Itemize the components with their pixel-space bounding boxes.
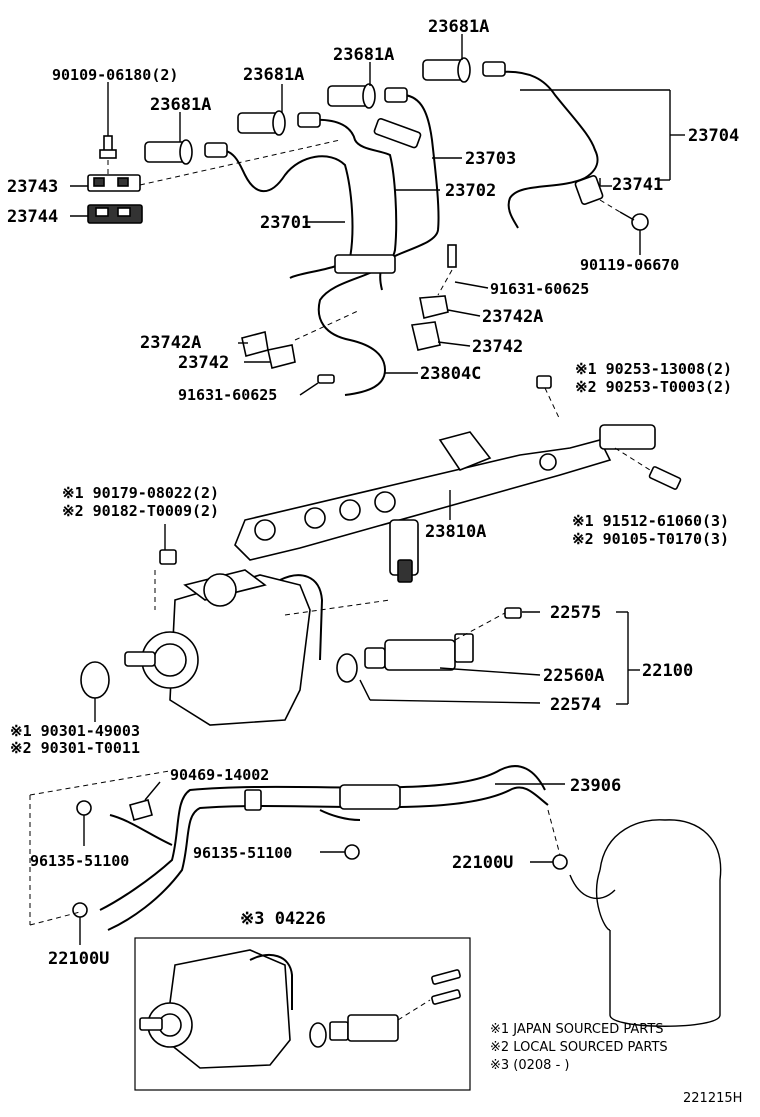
fuel-filter-group [569, 819, 722, 1027]
label-23681A: 23681A [333, 45, 394, 65]
clamp-group-mid-left [241, 309, 361, 384]
note-local-sourced: ※2 LOCAL SOURCED PARTS [490, 1040, 668, 1055]
label-23743: 23743 [7, 177, 58, 197]
label-22575: 22575 [550, 603, 601, 623]
label-23741: 23741 [612, 175, 663, 195]
label-23703: 23703 [465, 149, 516, 169]
common-rail-group [234, 375, 682, 583]
label-22100U: 22100U [452, 853, 513, 873]
label-90253-T0003: ※2 90253-T0003(2) [575, 378, 732, 396]
label-23704: 23704 [688, 126, 739, 146]
label-22574: 22574 [550, 695, 601, 715]
label-90179-08022: ※1 90179-08022(2) [62, 484, 219, 502]
nozzle-holder [422, 57, 506, 83]
label-23681A: 23681A [150, 95, 211, 115]
supply-pump-group [80, 549, 391, 726]
label-90105-T0170: ※2 90105-T0170(3) [572, 530, 729, 548]
label-91631-60625: 91631-60625 [490, 280, 589, 298]
figure-id: 221215H [683, 1091, 742, 1106]
label-91512-61060: ※1 91512-61060(3) [572, 512, 729, 530]
label-90253-13008: ※1 90253-13008(2) [575, 360, 732, 378]
label-91631-60625: 91631-60625 [178, 386, 277, 404]
note-date-range: ※3 (0208 - ) [490, 1058, 569, 1073]
part-labels: 23681A 23681A 23681A 23681A 90109-06180(… [7, 17, 739, 969]
label-23681A: 23681A [428, 17, 489, 37]
leader-lines [70, 34, 685, 945]
legend-notes: ※1 JAPAN SOURCED PARTS ※2 LOCAL SOURCED … [490, 1022, 742, 1106]
label-23810A: 23810A [425, 522, 486, 542]
note-japan-sourced: ※1 JAPAN SOURCED PARTS [490, 1022, 664, 1037]
label-90182-T0009: ※2 90182-T0009(2) [62, 502, 219, 520]
label-04226: ※3 04226 [240, 909, 326, 929]
label-23804C: 23804C [420, 364, 481, 384]
label-22100: 22100 [642, 661, 693, 681]
nozzle-holder [144, 139, 228, 165]
label-90109-06180: 90109-06180(2) [52, 66, 178, 84]
nozzle-holder [237, 110, 321, 136]
label-23742: 23742 [178, 353, 229, 373]
label-23742A: 23742A [140, 333, 201, 353]
inset-box [134, 937, 471, 1091]
label-23906: 23906 [570, 776, 621, 796]
label-90469-14002: 90469-14002 [170, 766, 269, 784]
nozzle-holder-group [144, 57, 506, 165]
fuel-hose-group [29, 763, 568, 931]
label-23742A: 23742A [482, 307, 543, 327]
label-96135-51100: 96135-51100 [193, 844, 292, 862]
label-96135-51100: 96135-51100 [30, 852, 129, 870]
clamp-group-mid-right [411, 244, 457, 351]
label-90301-49003: ※1 90301-49003 [10, 722, 140, 740]
nozzle-holder [327, 83, 408, 109]
label-23702: 23702 [445, 181, 496, 201]
label-23744: 23744 [7, 207, 58, 227]
label-90119-06670: 90119-06670 [580, 256, 679, 274]
label-22100U: 22100U [48, 949, 109, 969]
label-90301-T0011: ※2 90301-T0011 [10, 739, 140, 757]
clamp-group-left [87, 135, 341, 224]
injection-pipes-group [219, 70, 599, 396]
label-23681A: 23681A [243, 65, 304, 85]
label-23742: 23742 [472, 337, 523, 357]
clamp-group-right [574, 175, 649, 231]
label-22560A: 22560A [543, 666, 604, 686]
label-23701: 23701 [260, 213, 311, 233]
control-valve-group [364, 607, 522, 671]
